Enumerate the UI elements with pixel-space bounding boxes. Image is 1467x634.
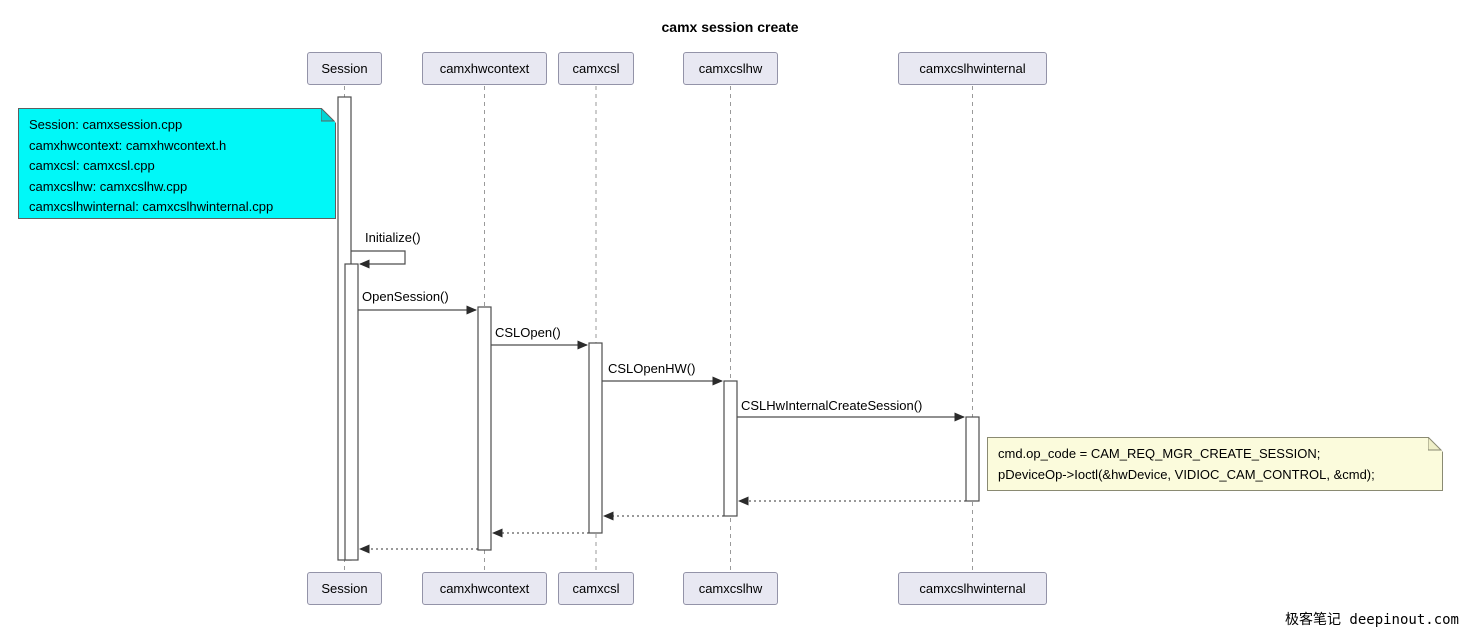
participant-bottom-camxcslhwinternal: camxcslhwinternal: [898, 572, 1047, 605]
note-line: camxhwcontext: camxhwcontext.h: [29, 137, 227, 153]
note-ioctl-code: cmd.op_code = CAM_REQ_MGR_CREATE_SESSION…: [987, 437, 1443, 491]
participant-top-session: Session: [307, 52, 382, 85]
call-arrows: [351, 250, 965, 422]
note-line: camxcslhw: camxcslhw.cpp: [29, 178, 188, 194]
participant-bottom-camxhwcontext: camxhwcontext: [422, 572, 547, 605]
note-line: camxcslhwinternal: camxcslhwinternal.cpp: [29, 199, 274, 214]
activation-camxcslhwinternal: [965, 416, 980, 502]
participant-label: Session: [321, 581, 368, 596]
activation-session-nested: [344, 263, 359, 561]
participant-top-camxcsl: camxcsl: [558, 52, 634, 85]
participant-label: camxcslhw: [698, 61, 763, 76]
lifelines: [344, 86, 973, 572]
message-label-opensession: OpenSession(): [362, 289, 449, 304]
message-label-cslhwinternalcreatesession: CSLHwInternalCreateSession(): [741, 398, 923, 413]
activation-camxcsl: [588, 342, 603, 534]
participant-bottom-camxcslhw: camxcslhw: [683, 572, 778, 605]
activation-camxcslhw: [723, 380, 738, 517]
participant-label: camxcslhwinternal: [919, 61, 1026, 76]
participant-label: camxhwcontext: [439, 581, 530, 596]
arrow-initialize-self: [351, 250, 406, 269]
message-label-initialize: Initialize(): [365, 230, 421, 245]
participant-bottom-session: Session: [307, 572, 382, 605]
participant-label: camxcsl: [572, 581, 620, 596]
note-source-files: Session: camxsession.cpp camxhwcontext: …: [18, 108, 336, 219]
message-label-cslopenhw: CSLOpenHW(): [608, 361, 696, 376]
note-fold-icon: [1428, 437, 1443, 452]
participant-bottom-camxcsl: camxcsl: [558, 572, 634, 605]
participant-label: Session: [321, 61, 368, 76]
activation-bars: [337, 96, 980, 561]
note-line: Session: camxsession.cpp: [29, 117, 183, 132]
message-label-cslopen: CSLOpen(): [495, 325, 561, 340]
watermark: 极客笔记 deepinout.com: [1284, 612, 1459, 628]
participant-top-camxcslhw: camxcslhw: [683, 52, 778, 85]
activation-camxhwcontext: [477, 306, 492, 551]
participant-label: camxcsl: [572, 61, 620, 76]
note-line: camxcsl: camxcsl.cpp: [29, 158, 155, 173]
participant-label: camxcslhw: [698, 581, 763, 596]
note-line: cmd.op_code = CAM_REQ_MGR_CREATE_SESSION…: [998, 446, 1321, 461]
return-arrows: [359, 496, 966, 554]
note-fold-icon: [321, 108, 336, 123]
note-line: pDeviceOp->Ioctl(&hwDevice, VIDIOC_CAM_C…: [998, 467, 1375, 482]
participant-label: camxhwcontext: [439, 61, 530, 76]
participant-top-camxcslhwinternal: camxcslhwinternal: [898, 52, 1047, 85]
participant-label: camxcslhwinternal: [919, 581, 1026, 596]
participant-top-camxhwcontext: camxhwcontext: [422, 52, 547, 85]
diagram-title: camx session create: [661, 19, 799, 35]
